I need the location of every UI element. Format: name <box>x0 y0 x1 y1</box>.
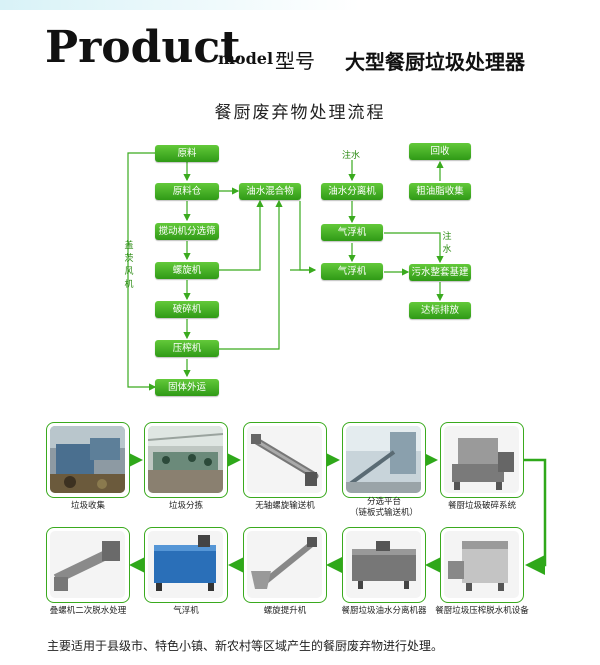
flow-box-oil-separator: 油水分离机 <box>321 183 383 200</box>
flow-box-press: 压榨机 <box>155 340 219 357</box>
flow-box-raw-bin: 原料仓 <box>155 183 219 200</box>
equip-caption-screw-press: 叠螺机二次脱水处理 <box>49 606 127 616</box>
equip-caption-collection: 垃圾收集 <box>70 501 105 511</box>
equip-caption-platform-sub: （链板式输送机） <box>349 508 418 518</box>
header-model-cn: 型号 <box>275 49 315 73</box>
equip-caption-oil-separator: 餐厨垃圾油水分离机器 <box>341 606 427 616</box>
crusher-photo-icon <box>444 426 519 493</box>
top-banner-strip <box>0 0 600 10</box>
equip-card-platform <box>342 422 426 498</box>
equip-card-oil-separator <box>342 527 426 603</box>
flow-box-sorting-screen: 搅动机分选筛 <box>155 223 219 240</box>
equip-caption-platform: 分选平台 <box>366 497 401 507</box>
equip-card-screw-press <box>46 527 130 603</box>
screw-lift-photo-icon <box>247 531 322 598</box>
flow-box-crusher: 破碎机 <box>155 301 219 318</box>
label-water-in-2: 注水 <box>442 232 452 255</box>
flow-box-air-float-1: 气浮机 <box>321 224 383 241</box>
flow-box-solid-out: 固体外运 <box>155 379 219 396</box>
flow-box-raw: 原料 <box>155 145 219 162</box>
flow-box-crude-oil: 粗油脂收集 <box>409 183 471 200</box>
header-product-name: 大型餐厨垃圾处理器 <box>345 50 525 74</box>
equip-caption-air-float: 气浮机 <box>173 606 199 616</box>
screw-press-photo-icon <box>50 531 125 598</box>
collection-photo-icon <box>50 426 125 493</box>
air-float-photo-icon <box>148 531 223 598</box>
flow-box-oil-water-mix: 油水混合物 <box>239 183 301 200</box>
equip-caption-screw-conveyor: 无轴螺旋输送机 <box>255 501 315 511</box>
flow-box-sewage: 污水整套基建 <box>409 264 471 281</box>
equip-card-sorting <box>144 422 228 498</box>
flow-box-discharge: 达标排放 <box>409 302 471 319</box>
equip-card-crusher <box>440 422 524 498</box>
footer-note: 主要适用于县级市、特色小镇、新农村等区域产生的餐厨废弃物进行处理。 <box>47 639 444 653</box>
press-dewater-photo-icon <box>444 531 519 598</box>
equip-card-press-dewater <box>440 527 524 603</box>
equip-caption-sorting: 垃圾分拣 <box>168 501 203 511</box>
equip-card-screw-conveyor <box>243 422 327 498</box>
equip-card-screw-lift <box>243 527 327 603</box>
flow-box-air-float-2: 气浮机 <box>321 263 383 280</box>
equip-card-air-float <box>144 527 228 603</box>
header-model: model <box>218 49 274 68</box>
equip-caption-screw-lift: 螺旋提升机 <box>263 606 307 616</box>
equip-card-collection <box>46 422 130 498</box>
platform-photo-icon <box>346 426 421 493</box>
header-product: Product <box>45 22 241 73</box>
equip-caption-crusher: 餐厨垃圾破碎系统 <box>447 501 516 511</box>
oil-separator-photo-icon <box>346 531 421 598</box>
sorting-photo-icon <box>148 426 223 493</box>
equip-caption-press-dewater: 餐厨垃圾压榨脱水机设备 <box>435 606 529 616</box>
flow-box-recovery: 回收 <box>409 143 471 160</box>
screw-conveyor-photo-icon <box>247 426 322 493</box>
flow-box-screw: 螺旋机 <box>155 262 219 279</box>
flow-title: 餐厨废弃物处理流程 <box>214 103 386 123</box>
label-water-in-1: 注水 <box>342 151 361 161</box>
label-fan: 盖茨风机 <box>124 241 134 290</box>
